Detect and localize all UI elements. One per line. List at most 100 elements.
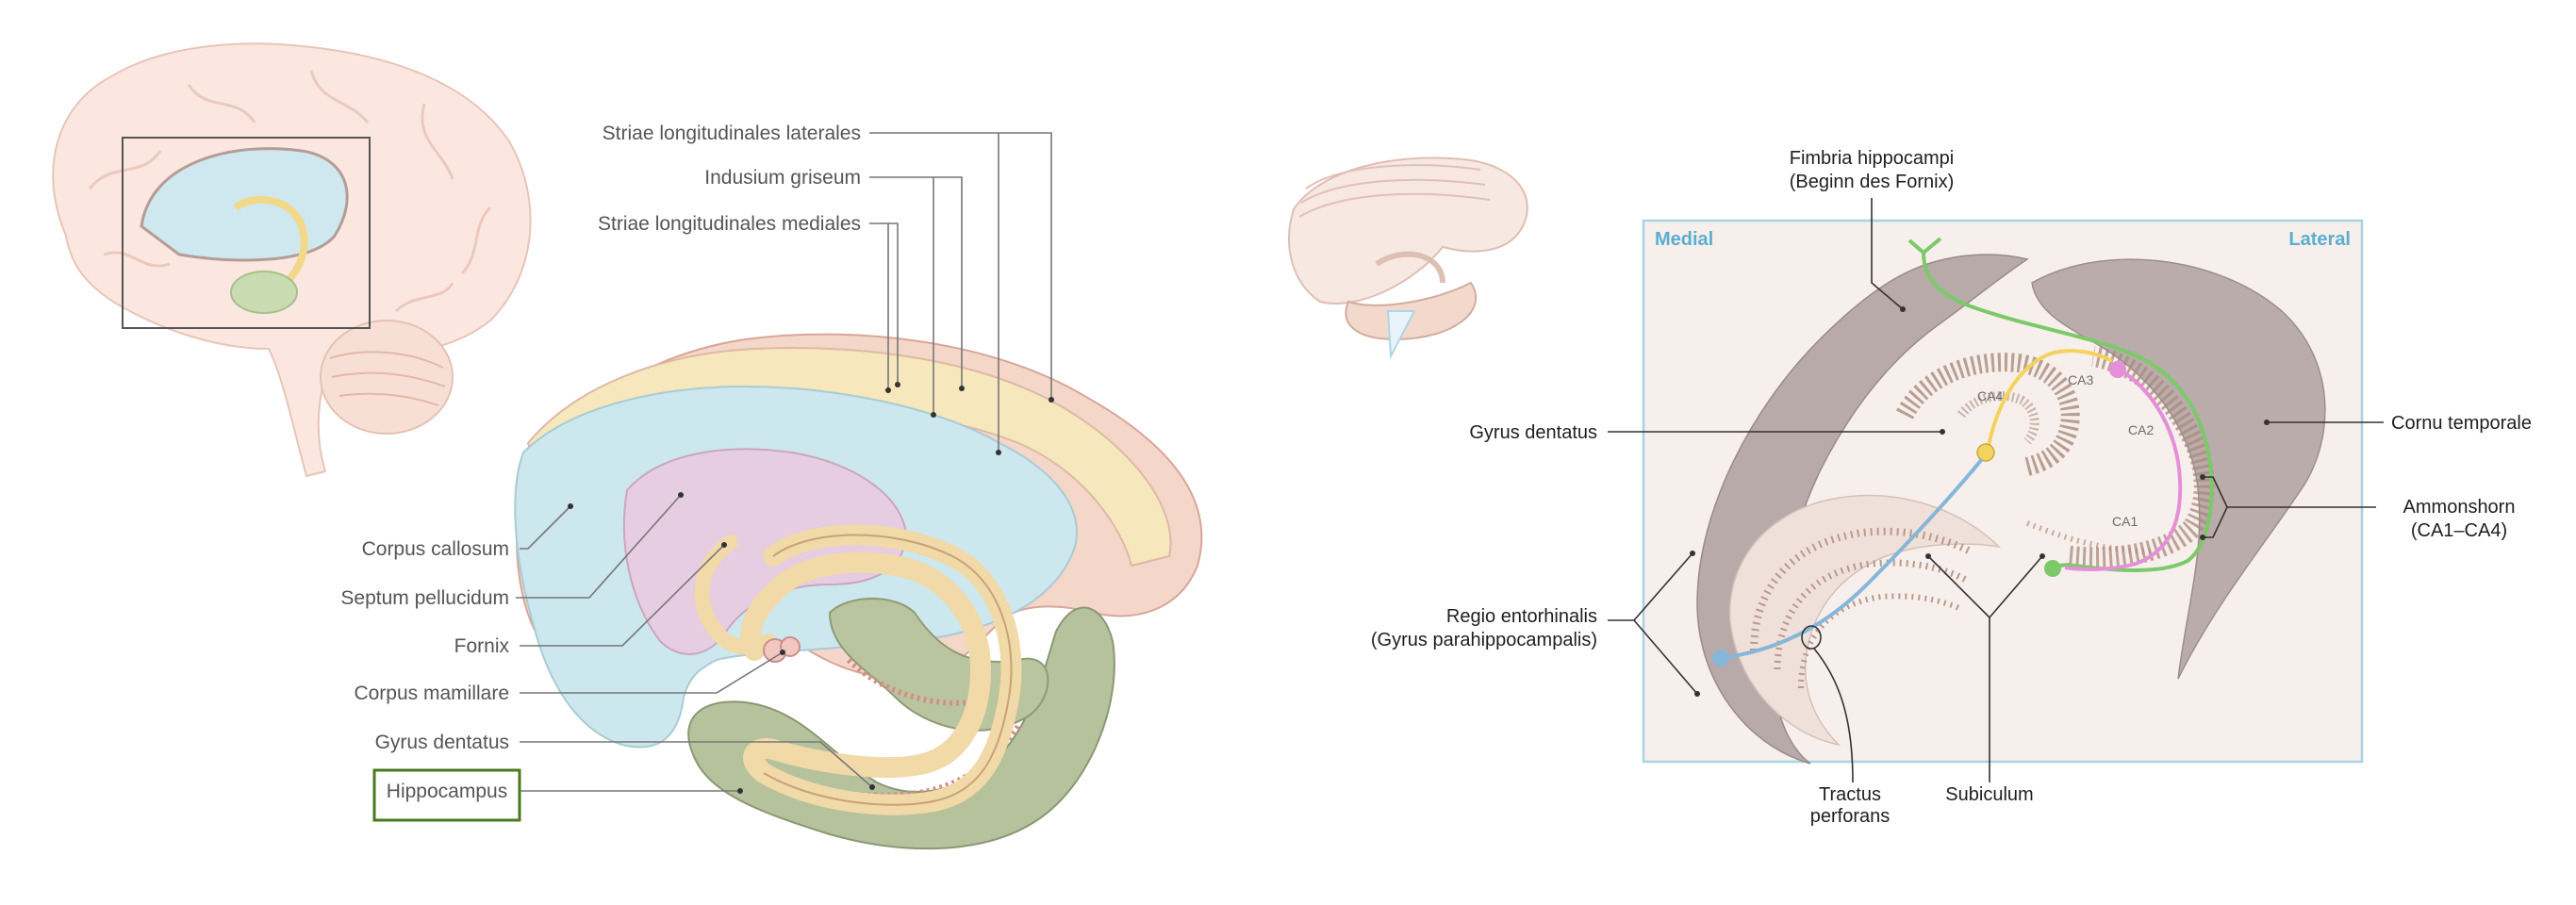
cerebellum	[320, 320, 454, 435]
pathway-fimbria-fork-2	[1922, 237, 1942, 255]
dot-regio-b	[1694, 691, 1700, 697]
label-gyrus-dentatus-left: Gyrus dentatus	[375, 732, 509, 753]
dot-septum	[678, 492, 684, 498]
label-regio-2: (Gyrus parahippocampalis)	[1371, 630, 1597, 650]
right-labels: Fimbria hippocampi (Beginn des Fornix) G…	[1371, 148, 2532, 827]
right-panel: Medial Lateral	[1288, 148, 2532, 827]
leader-corpus-callosum	[520, 505, 571, 550]
label-ca3: CA3	[2068, 372, 2093, 387]
tractus-ring	[1801, 625, 1822, 650]
label-subiculum: Subiculum	[1945, 784, 2033, 805]
leader-gyrus-dentatus-left	[520, 741, 873, 788]
pathway-yellow-soma	[1976, 443, 1995, 462]
right-leader-lines	[1608, 198, 2384, 783]
corpus-mamillare-blob-2	[780, 636, 801, 657]
ammonshorn-band	[2069, 346, 2215, 568]
leader-corpus-mamillare	[520, 651, 784, 694]
label-fimbria-2: (Beginn des Fornix)	[1790, 172, 1955, 192]
entorhinal-lamina-3	[1798, 593, 1963, 689]
dot-striae-lat-b	[996, 450, 1001, 455]
pathway-perforant-blue	[1720, 457, 1984, 660]
lateral-ventricle-wall	[2031, 258, 2326, 680]
brain-outline	[52, 42, 532, 478]
label-ca4: CA4	[1977, 388, 2003, 403]
dot-regio-a	[1690, 551, 1695, 556]
leader-septum	[516, 494, 682, 599]
label-ammonshorn-1: Ammonshorn	[2403, 497, 2516, 518]
fornix-tan-outline	[763, 534, 1013, 806]
dot-gyrus-dentatus-left	[869, 784, 875, 790]
dot-indusium-b	[931, 412, 936, 418]
dot-ammonshorn-b	[2200, 535, 2205, 540]
hippocampus-highlight-box	[372, 768, 521, 822]
thumb-section-plane	[1386, 310, 1416, 360]
left-labels: Striae longitudinales laterales Indusium…	[340, 123, 861, 822]
label-indusium: Indusium griseum	[704, 167, 861, 189]
hippocampal-section	[1696, 254, 2326, 765]
label-fornix: Fornix	[454, 635, 510, 657]
neural-pathways	[1712, 237, 2214, 666]
dot-corpus-mamillare	[780, 650, 785, 655]
label-gyrus-dentatus-right: Gyrus dentatus	[1469, 422, 1597, 443]
label-striae-med: Striae longitudinales mediales	[598, 213, 861, 235]
label-tractus-1: Tractus	[1819, 784, 1881, 805]
label-cornu-temporale: Cornu temporale	[2391, 413, 2532, 434]
leader-tractus	[1813, 648, 1854, 783]
dot-cornu	[2264, 420, 2270, 425]
dot-striae-med-b	[885, 387, 891, 393]
leader-regio	[1608, 552, 1698, 695]
leader-striae-lat	[869, 132, 1052, 400]
dot-subiculum-a	[1925, 553, 1931, 559]
leader-striae-med	[869, 222, 899, 385]
limbic-3d-illustration	[514, 333, 1203, 850]
region-labels: CA4 CA3 CA2 CA1	[1977, 372, 2154, 529]
pathway-fimbria-fork-1	[1907, 239, 1925, 255]
ca4-dentate-band	[1896, 353, 2080, 476]
thumb-layers	[1298, 164, 1491, 218]
dot-fimbria	[1900, 306, 1906, 312]
label-tractus-2: perforans	[1810, 806, 1891, 827]
label-septum: Septum pellucidum	[340, 587, 509, 609]
pathway-blue-soma	[1712, 650, 1729, 666]
thumbnail-hippocampus	[230, 271, 298, 314]
thumbnail-focus-box	[122, 137, 371, 329]
brain-sagittal-thumbnail	[52, 42, 532, 478]
left-panel: Striae longitudinales laterales Indusium…	[52, 42, 1203, 850]
label-ammonshorn-2: (CA1–CA4)	[2411, 520, 2507, 541]
dot-corpus-callosum	[568, 503, 573, 509]
leader-ammonshorn	[2203, 476, 2376, 538]
dot-striae-lat	[1049, 397, 1054, 403]
label-hippocampus: Hippocampus	[387, 781, 507, 802]
orientation-thumbnail	[1288, 156, 1528, 360]
thumb-outer	[1288, 156, 1528, 304]
leader-indusium	[869, 176, 963, 388]
cerebellum-folia	[329, 351, 446, 406]
label-lateral: Lateral	[2288, 229, 2351, 250]
brain-gyri	[88, 70, 492, 313]
fornix-column	[694, 535, 776, 655]
left-leader-lines	[516, 132, 1054, 794]
pathway-green-soma	[2044, 560, 2061, 577]
dot-subiculum-b	[2039, 553, 2045, 559]
dot-ammonshorn-a	[2200, 474, 2205, 480]
dot-indusium	[959, 386, 965, 391]
label-striae-lat: Striae longitudinales laterales	[603, 123, 861, 144]
label-corpus-mamillare: Corpus mamillare	[354, 683, 509, 704]
label-fimbria-1: Fimbria hippocampi	[1790, 148, 1955, 169]
label-corpus-callosum: Corpus callosum	[362, 538, 509, 560]
pathway-ca3-pink	[2064, 368, 2183, 571]
pathway-ca3-yellow	[1986, 349, 2113, 452]
dot-striae-med	[895, 382, 900, 387]
thumb-fornix	[1375, 251, 1445, 284]
leader-subiculum	[1927, 555, 2043, 782]
label-medial: Medial	[1655, 229, 1713, 250]
pathway-pink-soma	[2109, 361, 2126, 378]
dot-fornix	[721, 542, 727, 548]
ca4-inner	[1957, 391, 2039, 445]
leader-fimbria	[1871, 198, 1904, 310]
dot-gyrus-dentatus-right	[1940, 429, 1945, 435]
label-ca1: CA1	[2112, 514, 2138, 529]
label-ca2: CA2	[2128, 422, 2154, 437]
label-regio-1: Regio entorhinalis	[1446, 606, 1597, 627]
